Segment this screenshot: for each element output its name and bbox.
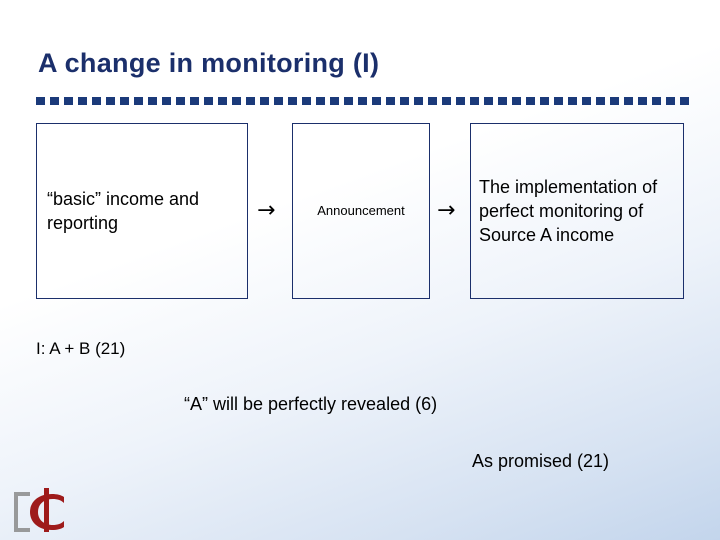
title-divider — [36, 97, 691, 105]
note-line-1: I: A + B (21) — [36, 339, 126, 358]
diagram-box-implementation: The implementation of perfect monitoring… — [470, 123, 684, 299]
note-line-2: “A” will be perfectly revealed (6) — [184, 394, 438, 414]
box-label: “basic” income and reporting — [47, 188, 200, 233]
organization-logo — [14, 488, 64, 532]
arrow-right-icon-1: → — [257, 198, 276, 223]
page-title: A change in monitoring (I) — [38, 48, 380, 78]
box-label: Announcement — [317, 202, 405, 218]
note-line-3: As promised (21) — [472, 451, 610, 471]
diagram-box-announcement: Announcement — [292, 123, 430, 299]
diagram-box-basic-income: “basic” income and reporting — [36, 123, 248, 299]
box-label: The implementation of perfect monitoring… — [479, 176, 658, 246]
arrow-right-icon-2: → — [437, 198, 456, 223]
